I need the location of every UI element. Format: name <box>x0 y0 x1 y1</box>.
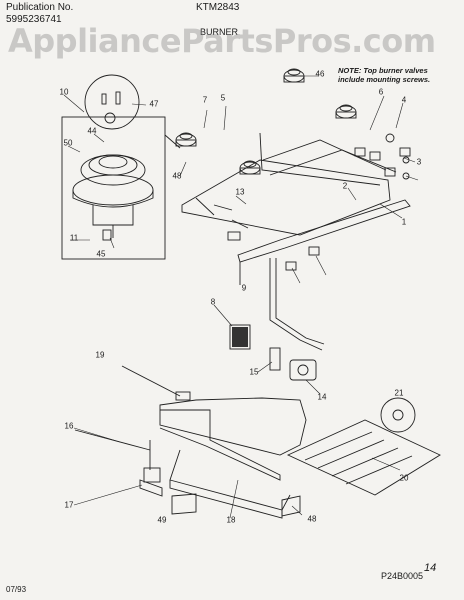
igniter <box>143 467 161 483</box>
part-21-detail <box>380 397 416 433</box>
callout-14: 14 <box>317 392 327 402</box>
callout-20: 20 <box>399 473 409 483</box>
figure-id: P24B0005 <box>381 571 424 581</box>
handwritten-mark: 14 <box>424 562 437 574</box>
surface-burner-rear-right <box>283 68 305 83</box>
callout-47: 47 <box>149 99 159 109</box>
callout-4: 4 <box>401 95 407 105</box>
callout-3-a: 3 <box>416 157 422 167</box>
surface-burner-front-right <box>335 104 357 119</box>
callout-7: 7 <box>202 95 208 105</box>
inset-burner <box>72 154 154 241</box>
callout-49: 49 <box>157 515 167 525</box>
callout-46: 46 <box>315 69 325 79</box>
callout-19: 19 <box>95 350 105 360</box>
callout-1: 1 <box>401 217 407 227</box>
callout-44: 44 <box>87 126 97 136</box>
valve-note: NOTE: Top burner valves include mounting… <box>338 66 431 84</box>
publication-label: Publication No. <box>6 2 74 13</box>
callout-21: 21 <box>394 388 404 398</box>
callout-15: 15 <box>249 367 259 377</box>
inset-frame <box>61 116 166 260</box>
callout-5: 5 <box>220 93 226 103</box>
heat-deflector <box>286 419 441 496</box>
callout-18: 18 <box>226 515 236 525</box>
publication-number: 5995236741 <box>6 14 62 25</box>
callout-48-bottom: 48 <box>307 514 317 524</box>
callout-6: 6 <box>378 87 384 97</box>
burner-valves <box>227 133 411 271</box>
section-title: BURNER <box>200 27 239 37</box>
callout-9: 9 <box>241 283 247 293</box>
callout-10: 10 <box>59 87 69 97</box>
callout-16: 16 <box>64 421 74 431</box>
bracket-48 <box>281 495 301 517</box>
callout-8: 8 <box>210 297 216 307</box>
bracket-49 <box>171 493 197 515</box>
detail-magnifier <box>84 74 140 130</box>
callout-17: 17 <box>64 500 74 510</box>
callout-11: 11 <box>69 233 79 243</box>
revision-date: 07/93 <box>6 585 27 594</box>
model-number: KTM2843 <box>196 2 240 13</box>
supply-tube <box>269 258 323 351</box>
callout-48-top: 48 <box>172 171 182 181</box>
surface-burner-rear-left <box>175 132 197 147</box>
oven-burner-base <box>159 397 307 456</box>
flex-line <box>121 365 181 397</box>
manifold-pipe <box>237 199 411 263</box>
callout-2: 2 <box>342 181 348 191</box>
oven-burner-tube <box>169 449 291 511</box>
callout-13: 13 <box>235 187 245 197</box>
manifold-frame <box>181 159 391 236</box>
watermark: AppliancePartsPros.com <box>8 22 436 60</box>
callout-50: 50 <box>63 138 73 148</box>
safety-valve <box>269 347 317 381</box>
thermostat-block <box>229 324 251 350</box>
surface-burner-front-left <box>239 160 261 175</box>
callout-45: 45 <box>96 249 106 259</box>
